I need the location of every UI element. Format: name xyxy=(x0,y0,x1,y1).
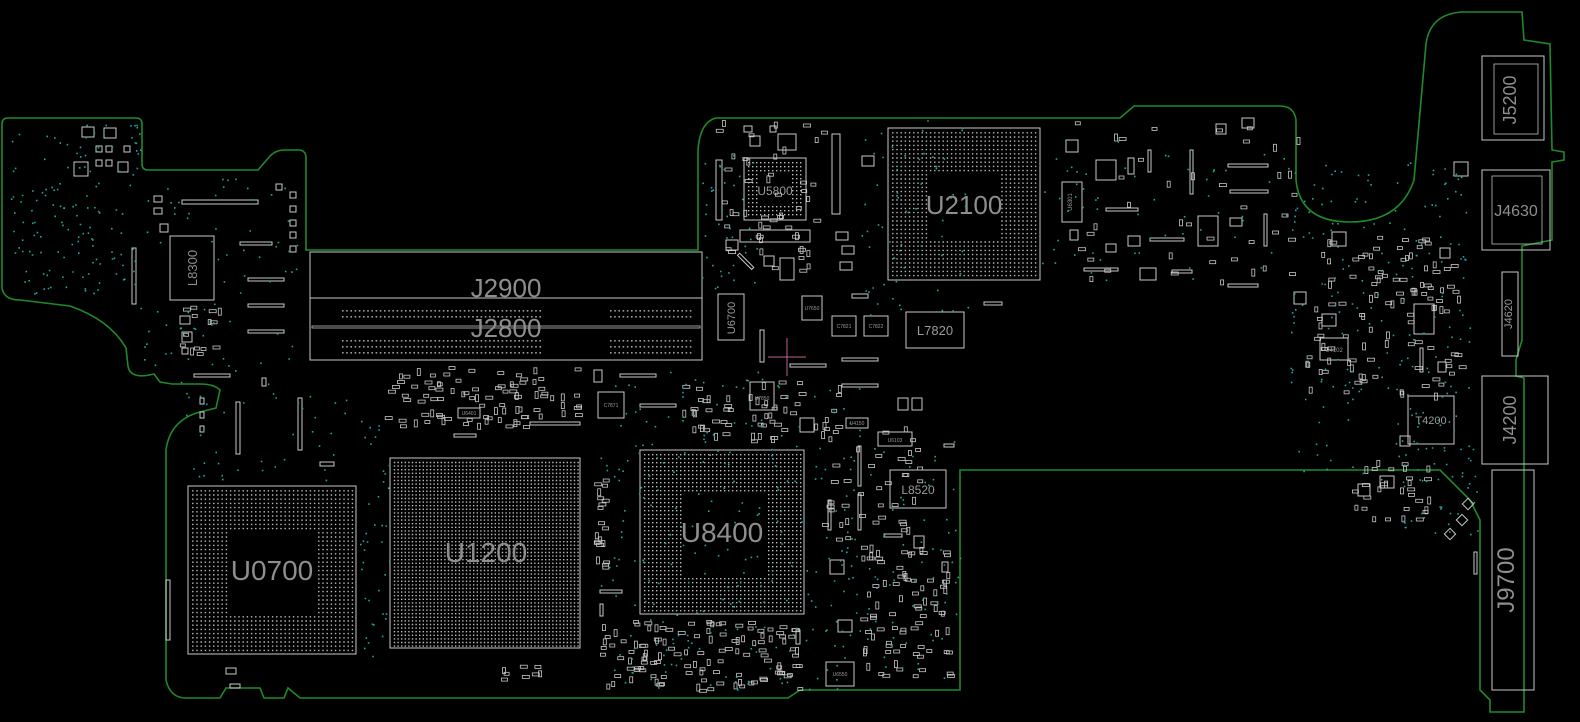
j4630-connector[interactable] xyxy=(1481,169,1551,251)
j9700-connector[interactable] xyxy=(1491,469,1535,691)
l8520-label: L8520 xyxy=(901,483,935,497)
u5800-chip[interactable] xyxy=(743,157,807,221)
j2800-label: J2800 xyxy=(471,313,542,343)
board-outline xyxy=(1,11,1565,713)
u1200-chip[interactable] xyxy=(389,457,581,649)
u7650-label: U7650 xyxy=(805,306,820,312)
u4102-chip[interactable] xyxy=(1319,337,1349,361)
u7850-label: U7850 xyxy=(755,396,770,402)
u6401-label: U6401 xyxy=(462,411,477,417)
l7820-inductor[interactable] xyxy=(905,311,965,349)
j2800-inner xyxy=(311,325,701,329)
u6103-label: U6103 xyxy=(888,438,903,444)
c7822-label: C7822 xyxy=(869,324,884,330)
u1200-label: U1200 xyxy=(445,537,528,568)
c7821-label: C7821 xyxy=(837,324,852,330)
middle-parts xyxy=(453,369,955,687)
u4102-label: U4102 xyxy=(1325,348,1343,354)
j2800-connector[interactable] xyxy=(309,297,703,361)
j5200-label: J5200 xyxy=(1500,75,1520,124)
t4200-label: T4200 xyxy=(1415,415,1446,427)
left-region-parts xyxy=(73,126,335,689)
u5800-ball-grid xyxy=(748,162,802,216)
t4200-transformer[interactable] xyxy=(1407,395,1455,445)
center-crosshair xyxy=(768,338,806,376)
u6700-chip[interactable] xyxy=(717,293,745,341)
u2100-label: U2100 xyxy=(926,190,1003,220)
u0700-label: U0700 xyxy=(231,555,314,586)
j4200-connector[interactable] xyxy=(1481,375,1549,465)
j9700-label: J9700 xyxy=(1493,547,1520,612)
j5200-connector[interactable] xyxy=(1481,55,1545,141)
u1200-ball-grid xyxy=(393,461,579,647)
j5200-inner xyxy=(1493,63,1539,135)
u6301-label: U6301 xyxy=(1068,193,1074,211)
via-field xyxy=(10,120,1479,691)
u4150-label: U4150 xyxy=(850,421,865,427)
u8400-chip[interactable] xyxy=(639,449,805,615)
l7820-label: L7820 xyxy=(917,323,953,338)
j4630-inner xyxy=(1491,175,1543,245)
center-top-parts xyxy=(715,125,1003,388)
small-component-field xyxy=(179,120,1467,693)
u6550-label: U6550 xyxy=(833,672,848,678)
u0700-chip[interactable] xyxy=(187,485,357,655)
j4620-label: J4620 xyxy=(1503,299,1515,329)
c7871-label: C7871 xyxy=(604,403,619,409)
u6700-label: U6700 xyxy=(726,302,738,334)
u5800-label: U5800 xyxy=(757,184,793,198)
j4630-label: J4630 xyxy=(1494,203,1538,220)
l8300-inductor[interactable] xyxy=(169,235,215,301)
j4200-label: J4200 xyxy=(1500,395,1520,444)
u8400-label: U8400 xyxy=(681,517,764,548)
j4620-connector[interactable] xyxy=(1501,271,1519,357)
l8300-label: L8300 xyxy=(185,250,200,286)
right-top-parts xyxy=(1061,117,1269,288)
